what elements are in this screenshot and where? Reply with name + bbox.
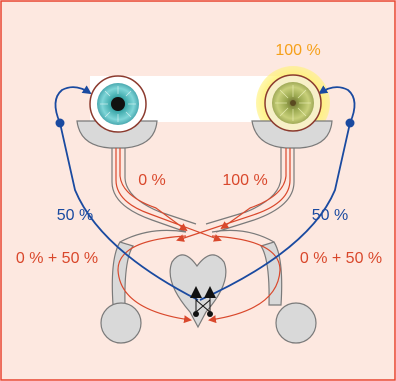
left-cup bbox=[76, 120, 158, 149]
nucleus-neurons bbox=[190, 286, 216, 317]
left-eye bbox=[89, 75, 147, 133]
left-blue-node bbox=[55, 118, 65, 128]
blue-pathways bbox=[54, 85, 356, 301]
right-blue-line bbox=[199, 122, 351, 301]
left-blue-percent-label: 50 % bbox=[57, 207, 93, 224]
right-eye-percent-label: 100 % bbox=[275, 42, 320, 59]
right-bulb bbox=[275, 302, 317, 344]
right-blue-arrow bbox=[318, 85, 356, 124]
left-channel-percent-label: 0 % bbox=[138, 172, 166, 189]
tract-outlines bbox=[111, 148, 295, 243]
red-pathways bbox=[115, 148, 291, 324]
right-combined-label: 0 % + 50 % bbox=[300, 250, 382, 267]
right-blue-percent-label: 50 % bbox=[312, 207, 348, 224]
right-pupil bbox=[290, 100, 296, 106]
left-pupil bbox=[111, 97, 125, 111]
left-combined-label: 0 % + 50 % bbox=[16, 250, 98, 267]
neural-structures bbox=[76, 120, 333, 344]
right-eye bbox=[264, 74, 322, 132]
right-blue-node bbox=[345, 118, 355, 128]
left-bulb bbox=[100, 302, 142, 344]
right-cup bbox=[251, 120, 333, 149]
left-blue-line bbox=[59, 122, 199, 301]
right-channel-percent-label: 100 % bbox=[222, 172, 267, 189]
left-blue-arrow bbox=[54, 85, 92, 124]
